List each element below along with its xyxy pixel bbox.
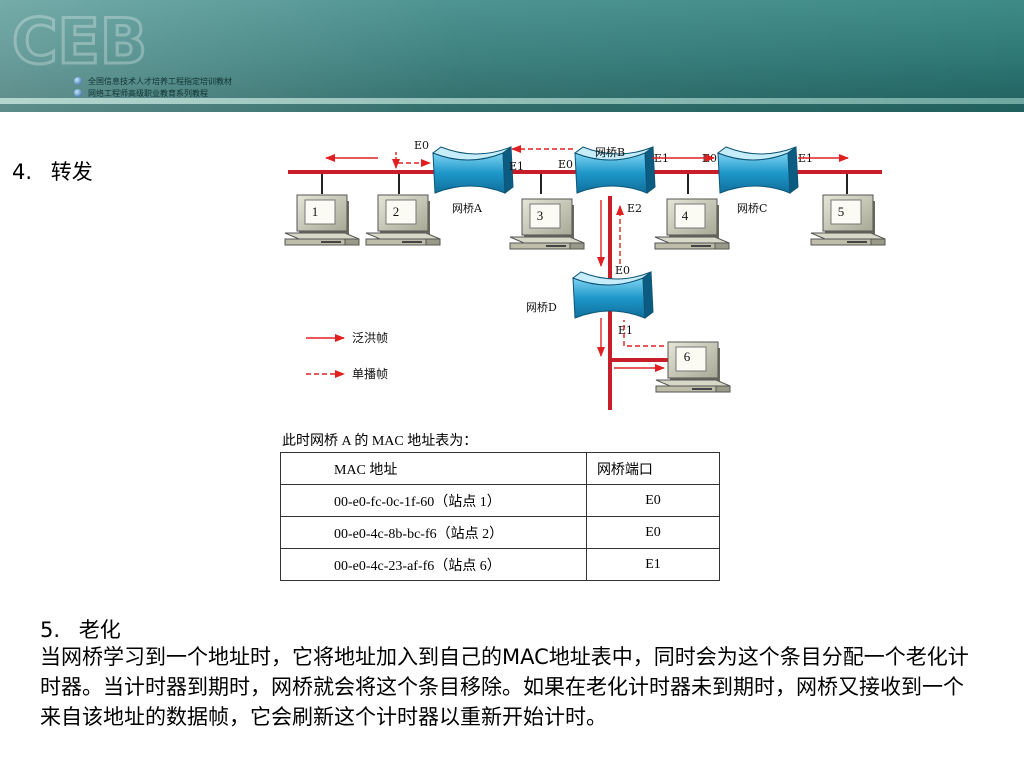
ceb-logo: CEB	[8, 4, 258, 80]
table-cell-port: E0	[585, 516, 721, 549]
table-header-row: MAC 地址 网桥端口	[280, 452, 721, 485]
banner-line-1: 全国信息技术人才培养工程指定培训教材	[88, 77, 232, 86]
host-5-icon	[810, 194, 886, 246]
host-5-label: 5	[838, 204, 845, 219]
bridge-d-label: 网桥D	[526, 301, 557, 314]
table-row: 00-e0-fc-0c-1f-60（站点 1） E0	[280, 484, 721, 517]
banner-line-2: 网络工程师高级职业教育系列教程	[88, 89, 208, 98]
host-4-label: 4	[682, 208, 689, 223]
port-label-b-e0: E0	[558, 158, 573, 171]
section-4-heading: 4. 转发	[12, 156, 93, 186]
host-6-icon	[655, 341, 731, 393]
unicast-host6-up	[623, 320, 664, 347]
section-5-body: 当网桥学习到一个地址时，它将地址加入到自己的MAC地址表中，同时会为这个条目分配…	[40, 645, 969, 729]
port-label-d-e0: E0	[615, 264, 630, 277]
bridge-b-label: 网桥B	[595, 146, 625, 159]
host-4-icon	[654, 198, 730, 250]
bridge-a-label: 网桥A	[452, 202, 483, 215]
bridge-c-label: 网桥C	[737, 202, 767, 215]
host-3-icon	[509, 198, 585, 250]
bullet-icon	[74, 77, 82, 85]
host-6-label: 6	[684, 349, 691, 364]
host-2-label: 2	[393, 204, 400, 219]
host-3-label: 3	[537, 208, 544, 223]
legend-flood-label: 泛洪帧	[352, 331, 388, 345]
table-row: 00-e0-4c-8b-bc-f6（站点 2） E0	[280, 516, 721, 549]
table-row: 00-e0-4c-23-af-f6（站点 6） E1	[280, 548, 721, 581]
section-4-number: 4.	[12, 160, 33, 184]
section-5-number: 5.	[40, 618, 61, 642]
section-4-title: 转发	[50, 160, 93, 184]
section-5-heading: 5. 老化	[40, 614, 121, 644]
host-1-label: 1	[312, 204, 319, 219]
bridge-d-icon	[572, 271, 654, 319]
port-label-a-e1: E1	[509, 160, 524, 173]
mac-address-table: MAC 地址 网桥端口 00-e0-fc-0c-1f-60（站点 1） E0 0…	[280, 452, 721, 581]
banner-shine	[0, 0, 1024, 112]
legend-unicast-label: 单播帧	[352, 367, 388, 381]
table-cell-mac: 00-e0-4c-23-af-f6（站点 6）	[280, 548, 587, 581]
section-5-title: 老化	[78, 618, 121, 642]
banner-stripe	[0, 98, 1024, 104]
host-2-icon	[365, 194, 441, 246]
table-header-mac: MAC 地址	[280, 452, 587, 485]
bullet-icon	[74, 89, 82, 97]
table-cell-mac: 00-e0-4c-8b-bc-f6（站点 2）	[280, 516, 587, 549]
bridge-c-icon	[717, 146, 799, 194]
port-label-d-e1: E1	[618, 324, 633, 337]
bridge-forwarding-diagram: 1 2 3 4 5 6 网桥A 网桥B 网桥C 网桥D E0 E1 E0 E1 …	[284, 139, 886, 410]
table-cell-port: E0	[585, 484, 721, 517]
table-cell-port: E1	[585, 548, 721, 581]
header-banner: CEB 全国信息技术人才培养工程指定培训教材 网络工程师高级职业教育系列教程	[0, 0, 1024, 112]
logo-text: CEB	[12, 8, 147, 70]
host-1-icon	[284, 194, 360, 246]
mac-table-caption: 此时网桥 A 的 MAC 地址表为：	[282, 434, 478, 449]
ceb-logo-graphic: CEB	[11, 4, 149, 80]
bridge-a-icon	[432, 146, 514, 194]
table-header-port: 网桥端口	[585, 452, 721, 485]
port-label-a-e0: E0	[414, 139, 429, 152]
port-label-b-e2: E2	[627, 202, 642, 215]
table-cell-mac: 00-e0-fc-0c-1f-60（站点 1）	[280, 484, 587, 517]
